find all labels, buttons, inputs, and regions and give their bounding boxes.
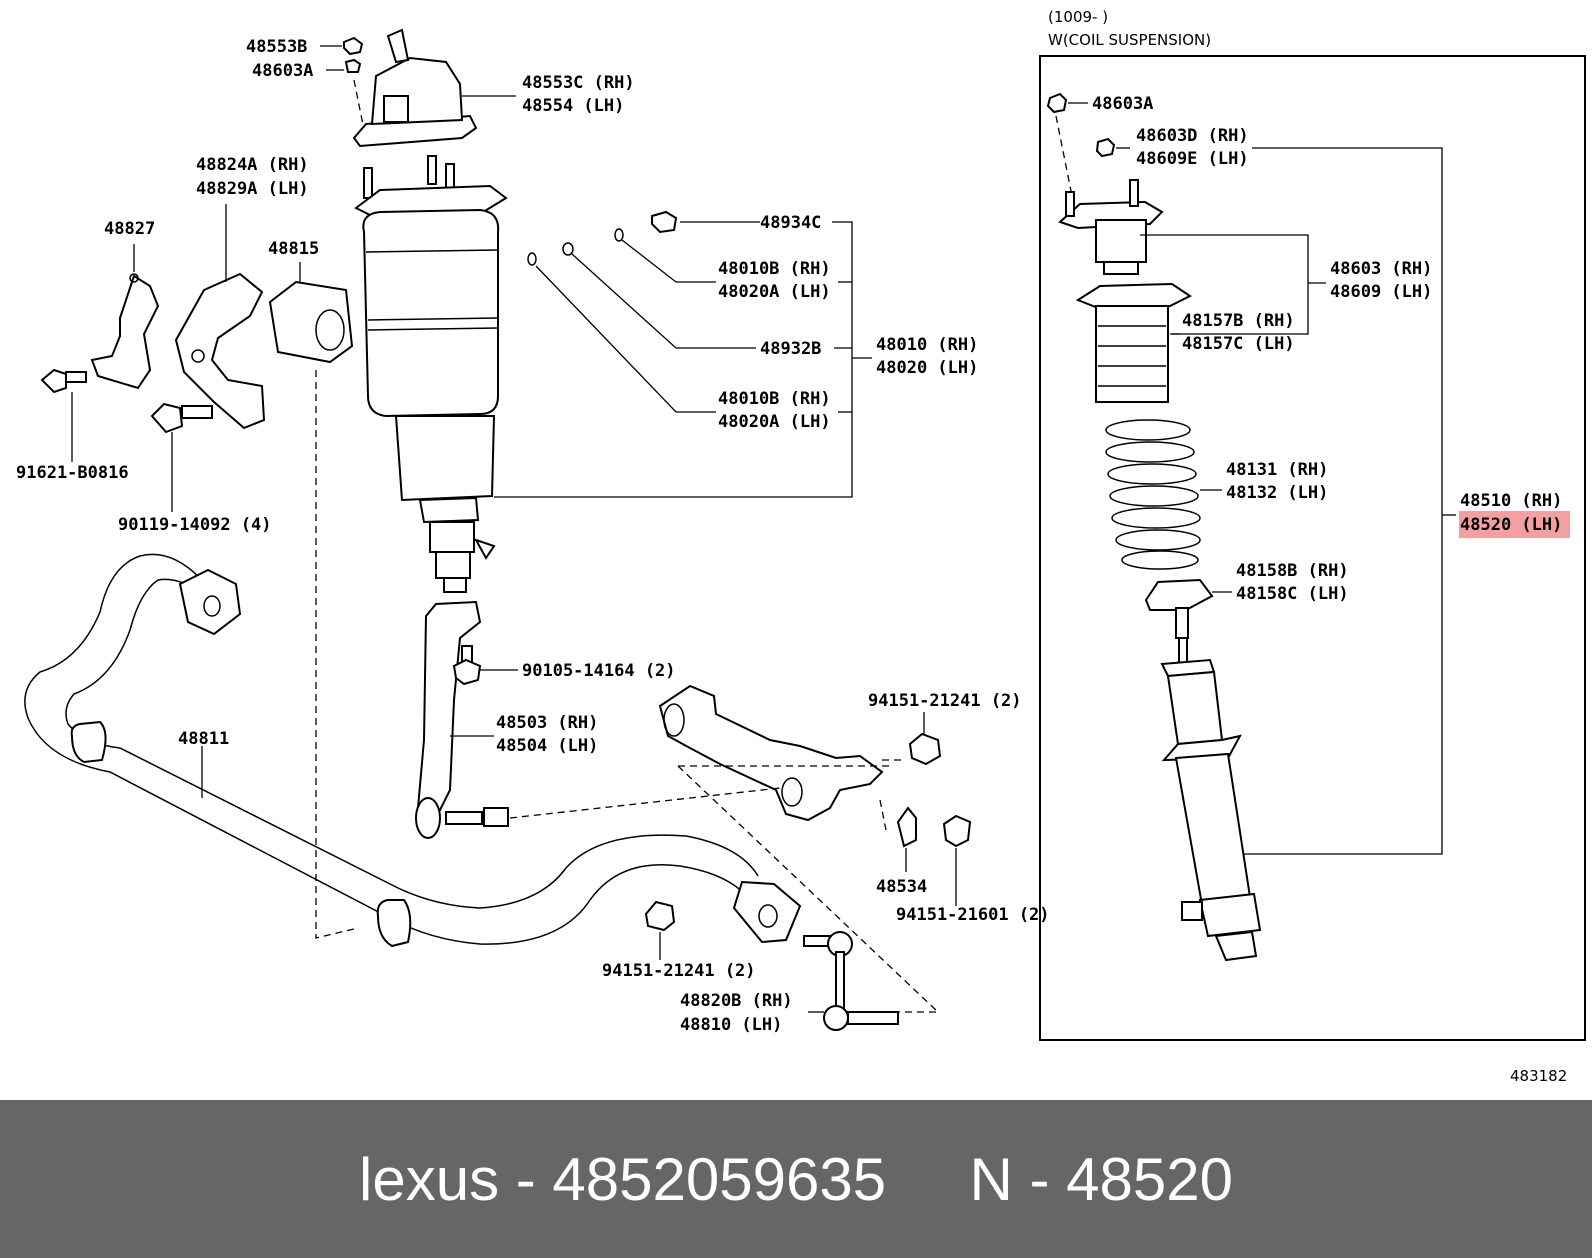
bolt-91621-icon xyxy=(40,368,87,394)
washer-48603A-icon xyxy=(344,58,362,73)
label-48504: 48504 (LH) xyxy=(496,736,598,756)
label-48520: 48520 (LH) xyxy=(1460,515,1562,535)
footer-part-number: lexus - 4852059635 N - 48520 xyxy=(359,1145,1233,1213)
label-48820B: 48820B (RH) xyxy=(680,991,793,1011)
label-94151-21601: 94151-21601 (2) xyxy=(896,905,1050,925)
coil-suspension-inset: (1009- ) W(COIL SUSPENSION) xyxy=(1039,8,1586,1085)
label-48020A-2: 48020A (LH) xyxy=(718,412,831,432)
label-94151-21241-a: 94151-21241 (2) xyxy=(868,691,1022,711)
knuckle-arm-icon xyxy=(415,600,509,839)
stabilizer-link-icon xyxy=(803,931,899,1031)
label-48020A-1: 48020A (LH) xyxy=(718,282,831,302)
label-48603A-top: 48603A xyxy=(252,61,313,81)
nut-48553B-icon xyxy=(343,36,364,56)
label-48603: 48603 (RH) xyxy=(1330,259,1432,279)
nut-94151-21241-icon xyxy=(908,732,942,766)
bushing-48815-icon xyxy=(268,280,354,364)
inset-header-years: (1009- ) xyxy=(1048,8,1108,26)
nut-48603A-icon xyxy=(1046,92,1068,114)
label-48603A-right: 48603A xyxy=(1092,94,1153,114)
inset-header-title: W(COIL SUSPENSION) xyxy=(1048,31,1211,49)
coil-spring-icon xyxy=(1105,419,1201,570)
nut-48934C-icon xyxy=(651,210,678,234)
label-48815: 48815 xyxy=(268,239,319,259)
upper-arm-icon xyxy=(658,684,884,822)
bolt-90105-icon xyxy=(452,645,482,686)
label-48157B: 48157B (RH) xyxy=(1182,311,1295,331)
label-48132: 48132 (LH) xyxy=(1226,483,1328,503)
label-48534: 48534 xyxy=(876,877,927,897)
nut-94151-21241-lower-icon xyxy=(644,900,676,932)
cam-plate-icon xyxy=(896,806,917,848)
label-94151-21241-b: 94151-21241 (2) xyxy=(602,961,756,981)
air-suspension-assembly: 48553B 48603A 48553C (RH) 48554 (LH) 488… xyxy=(16,28,1050,1035)
footer-banner: lexus - 4852059635 N - 48520 xyxy=(0,1100,1592,1258)
stud-icon xyxy=(427,155,437,185)
label-48553C: 48553C (RH) xyxy=(522,73,635,93)
nut-48603D-icon xyxy=(1095,137,1116,158)
stud-icon xyxy=(363,167,373,199)
label-48829A: 48829A (LH) xyxy=(196,179,309,199)
label-48158B: 48158B (RH) xyxy=(1236,561,1349,581)
bolt-90119-icon xyxy=(150,402,213,434)
label-48503: 48503 (RH) xyxy=(496,713,598,733)
label-48824A: 48824A (RH) xyxy=(196,155,309,175)
label-90119: 90119-14092 (4) xyxy=(118,515,272,535)
label-48510: 48510 (RH) xyxy=(1460,491,1562,511)
label-48131: 48131 (RH) xyxy=(1226,460,1328,480)
label-48932B: 48932B xyxy=(760,339,821,359)
label-48934C: 48934C xyxy=(760,213,821,233)
reference-code: 483182 xyxy=(1510,1067,1567,1085)
label-91621: 91621-B0816 xyxy=(16,463,129,483)
label-48020: 48020 (LH) xyxy=(876,358,978,378)
label-48158C: 48158C (LH) xyxy=(1236,584,1349,604)
highlight-48520 xyxy=(1459,511,1570,538)
label-48010: 48010 (RH) xyxy=(876,335,978,355)
dust-boot-icon xyxy=(1075,282,1192,403)
bracket-48824A-icon xyxy=(174,272,266,430)
bracket-48827-icon xyxy=(90,273,160,390)
label-48553B: 48553B xyxy=(246,37,307,57)
upper-mount-icon xyxy=(1058,179,1164,275)
stabilizer-bar-icon xyxy=(24,553,802,948)
nut-94151-21601-icon xyxy=(942,814,972,848)
label-48157C: 48157C (LH) xyxy=(1182,334,1295,354)
o-ring-icon xyxy=(527,252,537,266)
stud-icon xyxy=(445,163,455,191)
label-48609: 48609 (LH) xyxy=(1330,282,1432,302)
label-48609E: 48609E (LH) xyxy=(1136,149,1249,169)
label-48810: 48810 (LH) xyxy=(680,1015,782,1035)
label-48010B-2: 48010B (RH) xyxy=(718,389,831,409)
o-ring-icon xyxy=(614,228,624,242)
inset-frame xyxy=(1039,55,1586,1041)
label-48603D: 48603D (RH) xyxy=(1136,126,1249,146)
label-90105: 90105-14164 (2) xyxy=(522,661,676,681)
air-spring-icon xyxy=(354,184,508,593)
lower-seat-icon xyxy=(1144,578,1214,611)
label-48827: 48827 xyxy=(104,219,155,239)
shock-absorber-icon xyxy=(1160,607,1262,962)
label-48811: 48811 xyxy=(178,729,229,749)
label-48010B-1: 48010B (RH) xyxy=(718,259,831,279)
washer-icon xyxy=(562,242,574,256)
upper-support-icon xyxy=(352,28,478,148)
label-48554: 48554 (LH) xyxy=(522,96,624,116)
parts-diagram: (1009- ) W(COIL SUSPENSION) xyxy=(16,8,1586,1085)
